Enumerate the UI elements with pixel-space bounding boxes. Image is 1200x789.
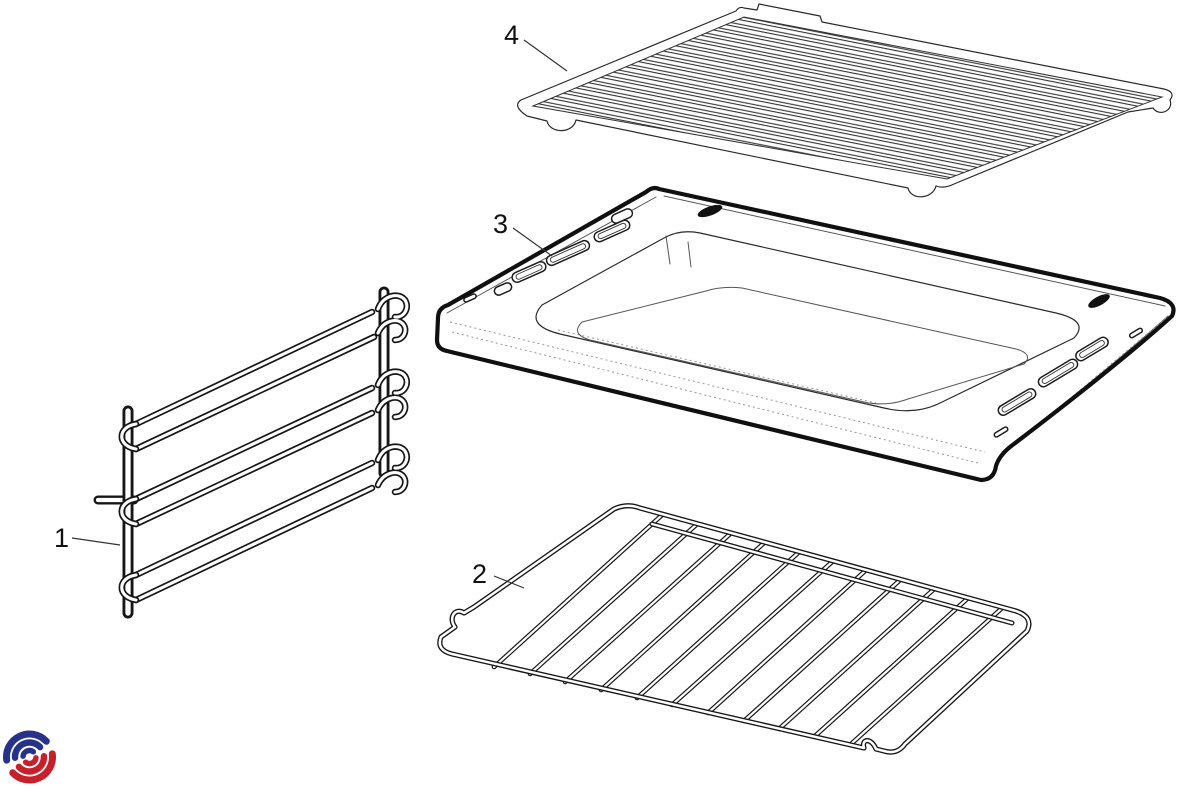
tray-cavity-floor [577,286,1029,405]
swirl-logo-red-outer [9,750,56,784]
tray-rim-inner-line-right [663,195,1166,307]
swirl-logo-red-inner [22,755,39,767]
grill-pan-ribs [531,16,1164,180]
tray-apron-dotted-1 [449,321,986,453]
tray-vent-slots-right [993,327,1144,438]
callout-1: 1 [54,523,69,553]
swirl-logo-blue-inner [20,747,37,759]
tray-cavity-opening [535,231,1080,412]
leader-line-3 [512,227,553,257]
callout-2: 2 [472,559,487,589]
tray-hole-top [697,204,723,218]
part-1-shelf-side-rack [93,286,411,619]
callout-4: 4 [504,20,519,50]
tray-floor-dotted [557,329,877,404]
leader-line-1 [71,537,121,546]
leader-line-4 [523,39,568,72]
wire-shelf-frame [437,503,1032,755]
tray-cavity-corner-edge-2 [687,241,692,268]
tray-vent-slots-left [463,208,634,303]
callout-3: 3 [493,209,508,239]
side-rack-posts [122,286,390,619]
swirl-logo-blue-outer [3,730,50,764]
callouts: 1 2 3 4 [54,20,568,589]
grill-pan-outline [517,3,1173,198]
swirl-logo [3,730,56,784]
tray-apron-dotted-2 [451,331,979,464]
part-4-grill-pan [517,3,1173,198]
swirl-logo-blue-mid [11,739,44,761]
part-2-wire-shelf [437,503,1032,755]
swirl-logo-red-mid [15,753,48,775]
tray-outline [434,185,1176,483]
tray-hole-right [1088,294,1110,308]
leader-line-2 [493,575,525,589]
tray-cavity-corner-edge-1 [665,235,671,265]
part-3-baking-tray [434,185,1176,483]
